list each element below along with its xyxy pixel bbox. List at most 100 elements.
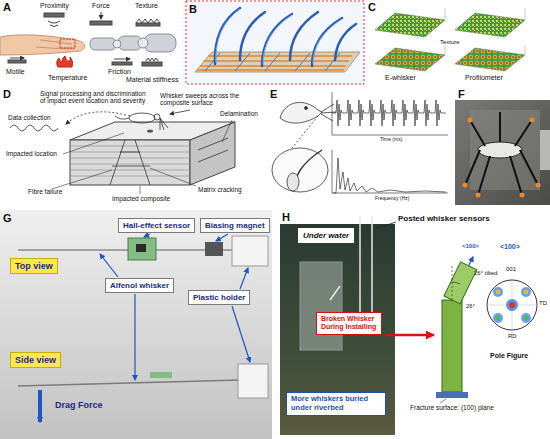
axis-label: TD [539, 300, 547, 307]
pole-figure-part [524, 290, 528, 294]
pole-figure-part [521, 287, 531, 297]
annotation-label: Delamination [220, 110, 258, 117]
whisker-array-render-part-part [263, 15, 292, 64]
axis-label: Time (ms) [380, 137, 402, 143]
box-text: Biasing magnet [205, 221, 265, 230]
mouse-sketch-part [10, 125, 58, 131]
panel-letter: E [270, 88, 277, 101]
hall-sensor-photo [0, 210, 272, 439]
panel-letter: A [3, 1, 11, 14]
whisker-array-render-part-part [262, 14, 292, 66]
human-hand-part [0, 35, 85, 55]
pole-figure-part [493, 287, 503, 297]
part-callout: Hall-effect sensor [118, 218, 195, 233]
crystal-cylinder-part [440, 399, 446, 403]
mouse-sketch-part [170, 110, 190, 114]
annotation-label: Fracture surface: (100) plane [410, 404, 494, 411]
part-callout: Plastic holder [188, 290, 250, 305]
sensing-icons-part [48, 21, 60, 27]
view-tag: Top view [10, 258, 58, 274]
robot-hand-part [144, 34, 176, 52]
photo-tag: Under water [298, 228, 354, 243]
sensing-icons-part [146, 58, 158, 61]
sensing-icons-part [10, 58, 24, 59]
box-text: Plastic holder [193, 293, 245, 302]
rat-whisker-sketch-part [280, 102, 322, 123]
rat-whisker-sketch-part [292, 116, 318, 148]
crystal-cylinder-part-part [444, 262, 477, 304]
leader-lines-part [52, 170, 112, 189]
pole-figure-part [509, 302, 515, 308]
leader-lines-part [63, 133, 124, 154]
robot-hand-part [138, 38, 148, 48]
sensing-label: Proximity [40, 2, 69, 10]
annotation-label: Signal processing and discrimination of … [40, 90, 148, 105]
axis-label: Frequency (Hz) [375, 196, 409, 202]
sensing-label: Force [92, 2, 110, 10]
box-text: Top view [15, 261, 53, 271]
annotation-label: Data collection [8, 114, 51, 121]
annotation-label: Impacted location [6, 150, 57, 157]
hall-sensor-photo-part [150, 372, 172, 378]
underwater-photo [280, 216, 434, 435]
angle-label: 26° tilted [474, 270, 497, 277]
crystal-cylinder-part [444, 253, 481, 304]
sensing-label: Texture [135, 2, 158, 10]
mouse-sketch-part [154, 114, 160, 120]
hall-sensor-photo-part [0, 210, 272, 439]
mouse-sketch-part [66, 112, 130, 124]
pole-figure-part [524, 316, 528, 320]
leader-lines-part [222, 120, 232, 142]
pole-figure-part [521, 313, 531, 323]
whisker-array-render-part-part [215, 8, 240, 64]
robot-photo-part [536, 183, 541, 188]
view-tag: Side view [10, 352, 61, 368]
leader-lines [52, 120, 232, 194]
callout-arrows-part [38, 390, 42, 422]
crystal-cylinder-part [452, 266, 453, 300]
box-text: Alfenol whisker [110, 281, 169, 290]
callout-arrows-part [144, 234, 150, 237]
crystal-cylinder-part [442, 300, 462, 392]
underwater-photo-part [375, 222, 396, 229]
texture-maps-part [455, 48, 525, 71]
underwater-photo-part [330, 286, 340, 300]
annotation-label: Matrix cracking [198, 186, 242, 193]
texture-maps [375, 8, 525, 71]
sensing-icons-part [57, 56, 73, 67]
pole-figure-part [487, 280, 537, 330]
part-callout: Alfenol whisker [105, 278, 174, 293]
pole-figure-part [506, 299, 518, 311]
crystal-cylinder-part-part [469, 257, 473, 266]
texture-maps-part [375, 13, 445, 37]
annotation-label: Fibre failure [28, 188, 62, 195]
figure-label: Pole Figure [490, 352, 528, 360]
whisker-array-render-part-part [312, 18, 342, 66]
pole-figure-part [496, 290, 500, 294]
part-callout: Biasing magnet [200, 218, 270, 233]
panel-letter: C [368, 1, 376, 14]
underwater-photo-part [386, 334, 434, 337]
callout-arrows [40, 234, 250, 422]
panel-letter: H [282, 211, 290, 224]
hall-sensor-photo-part [18, 249, 234, 251]
sensing-icons-part [8, 60, 26, 63]
map-label: E-whisker [385, 74, 416, 82]
robot-photo-part [540, 130, 550, 170]
leader-lines-part [150, 168, 196, 186]
panel-letter: B [189, 3, 197, 16]
robot-photo-part [476, 193, 481, 198]
whisker-array-render-part-part [313, 19, 342, 64]
sensing-icons-part [136, 23, 160, 26]
hall-sensor-photo-part [205, 242, 223, 256]
photo-tag: Broken Whisker During Installing [316, 312, 382, 335]
human-hand-part [36, 40, 74, 49]
box-text: Under water [303, 231, 349, 240]
human-hand-part [60, 39, 75, 48]
pole-index: 001 [506, 266, 516, 273]
hall-sensor-photo-part [238, 364, 268, 398]
map-label: Texture [440, 39, 460, 46]
composite-laminate-part [110, 140, 150, 185]
robot-photo-part [455, 100, 550, 205]
direction-label: <100> [500, 243, 520, 251]
